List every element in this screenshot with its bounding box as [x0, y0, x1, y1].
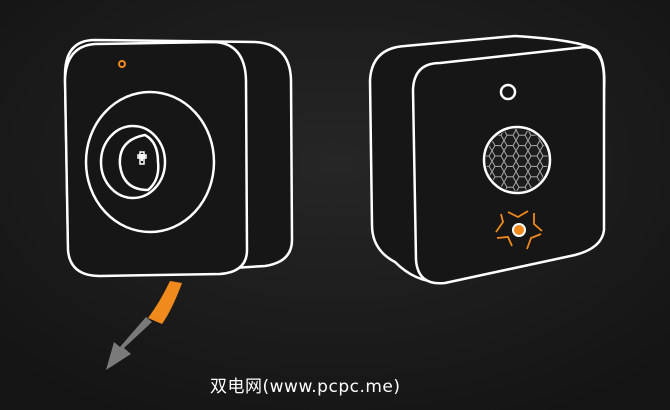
left-device	[63, 38, 294, 278]
status-led-icon	[118, 60, 126, 68]
cable-icon	[148, 281, 182, 324]
camera-lens-icon	[499, 83, 517, 101]
watermark: 双电网(www.pcpc.me)	[210, 377, 401, 397]
led-indicator-icon	[495, 210, 543, 250]
arrow-icon	[106, 317, 152, 370]
motion-sensor-grille-icon	[482, 125, 552, 195]
